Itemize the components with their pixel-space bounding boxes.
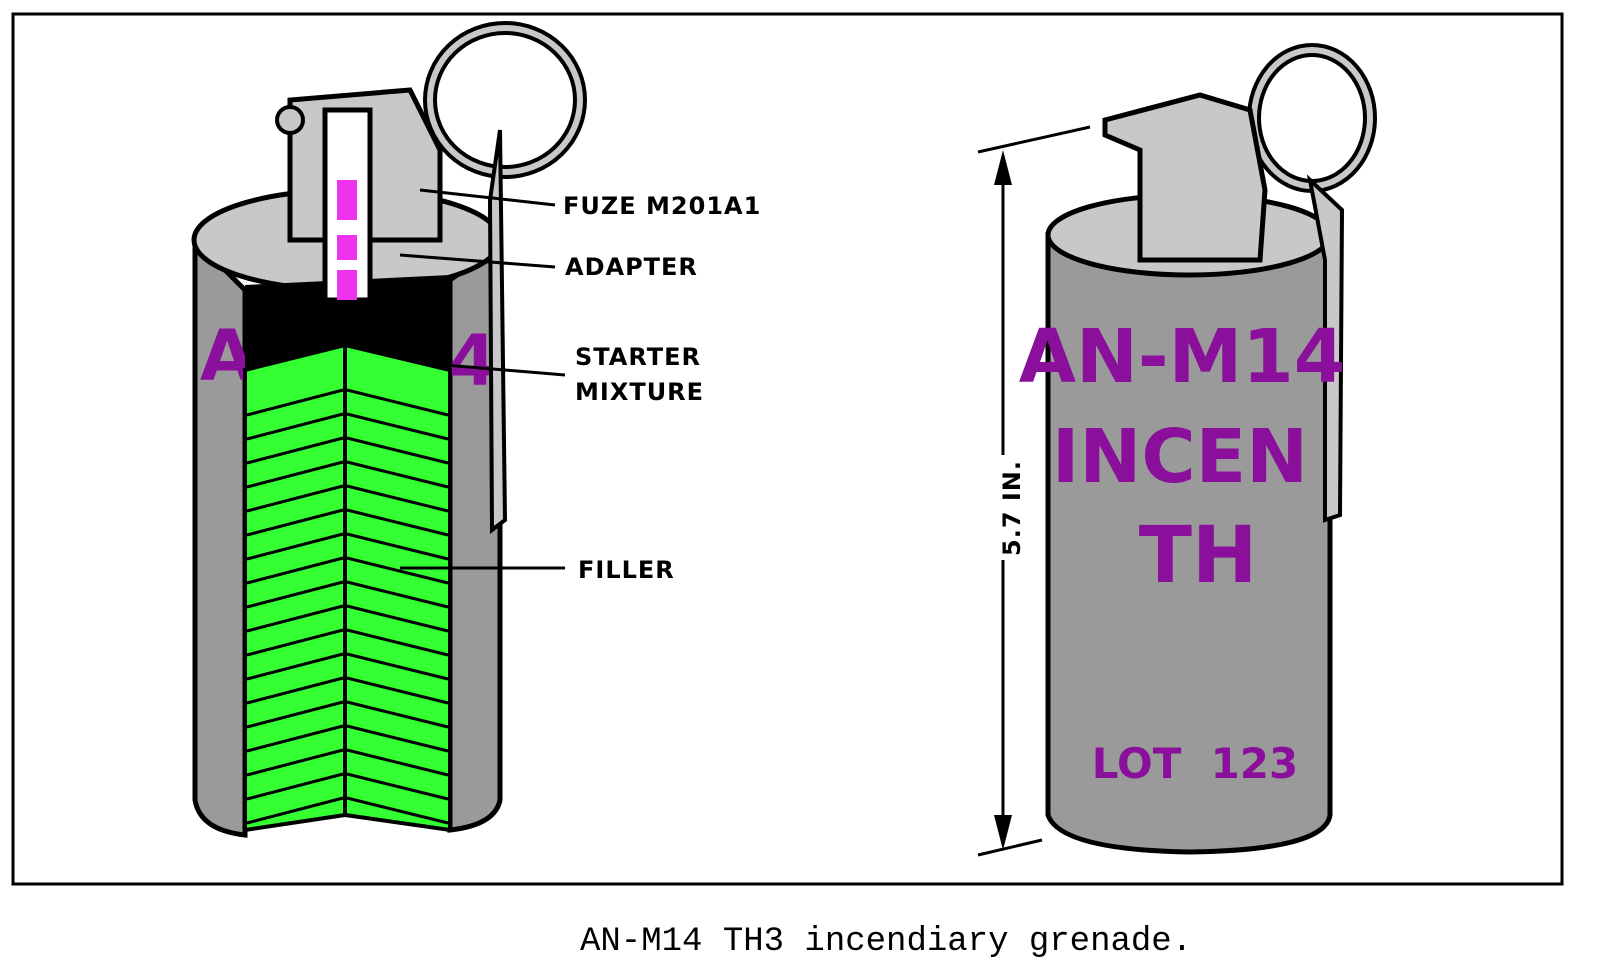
label-starter: STARTER	[575, 343, 701, 371]
filler-hatch-line	[346, 412, 449, 441]
filler-hatch-line	[346, 628, 449, 657]
body	[1045, 232, 1333, 855]
body-wall-right	[447, 240, 503, 833]
label-adapter: ADAPTER	[565, 253, 698, 281]
marking-lot: LOT 123	[1092, 739, 1299, 788]
exterior-grenade: AN-M14 INCEN TH LOT 123	[1019, 43, 1377, 855]
body-wall-left	[192, 233, 248, 838]
filler-hatch-line	[246, 772, 344, 801]
marking-filler: TH	[1139, 511, 1258, 601]
figure-caption: AN-M14 TH3 incendiary grenade.	[580, 923, 1192, 961]
height-dimension	[977, 125, 1091, 857]
filler-hatch-line	[246, 580, 344, 609]
filler-hatch-line	[346, 580, 449, 609]
filler-hatch-line	[346, 604, 449, 633]
filler-hatch-line	[246, 748, 344, 777]
filler-hatch-line	[346, 556, 449, 585]
filler-hatch-line	[346, 676, 449, 705]
filler-hatch-line	[246, 676, 344, 705]
label-filler: FILLER	[578, 556, 675, 584]
filler-hatch-line	[346, 652, 449, 681]
filler-hatch-line	[346, 700, 449, 729]
filler-hatch-line	[346, 388, 449, 417]
filler-hatch-line	[246, 796, 344, 825]
filler-hatch-line	[346, 796, 449, 825]
filler-hatch-line	[246, 604, 344, 633]
filler-hatch-line	[246, 508, 344, 537]
filler-hatch-line	[246, 724, 344, 753]
label-fuze: FUZE M201A1	[563, 192, 761, 220]
filler-hatch-line	[246, 652, 344, 681]
marking-type: INCEN	[1052, 414, 1308, 500]
filler-hatch-line	[346, 436, 449, 465]
filler-hatch-line	[346, 772, 449, 801]
label-mixture: MIXTURE	[575, 378, 704, 406]
cutaway-grenade: A 4	[191, 21, 587, 838]
filler-hatch-line	[346, 532, 449, 561]
filler-hatch-line	[346, 508, 449, 537]
safety-lever	[1306, 174, 1345, 523]
marking-model: AN-M14	[1019, 314, 1346, 400]
delay-element	[337, 180, 357, 220]
filler-hatch-line	[246, 388, 344, 417]
filler-hatch-line	[346, 484, 449, 513]
safety-lever	[487, 129, 508, 535]
filler-hatch-line	[246, 700, 344, 729]
filler-hatch-line	[246, 460, 344, 489]
filler-hatch-line	[246, 532, 344, 561]
filler-hatch-line	[346, 724, 449, 753]
filler-hatch-line	[246, 556, 344, 585]
filler-hatch-line	[346, 460, 449, 489]
filler-hatch-line	[246, 484, 344, 513]
fuze	[1102, 92, 1268, 263]
dimension-label: 5.7 IN.	[998, 460, 1026, 556]
filler-hatch-line	[246, 412, 344, 441]
filler-hatch-line	[246, 628, 344, 657]
partial-marking-right: 4	[448, 320, 497, 402]
starter-mixture	[245, 275, 450, 370]
filler-hatch-line	[346, 748, 449, 777]
filler-hatch-line	[246, 436, 344, 465]
leader-lines	[399, 188, 566, 570]
